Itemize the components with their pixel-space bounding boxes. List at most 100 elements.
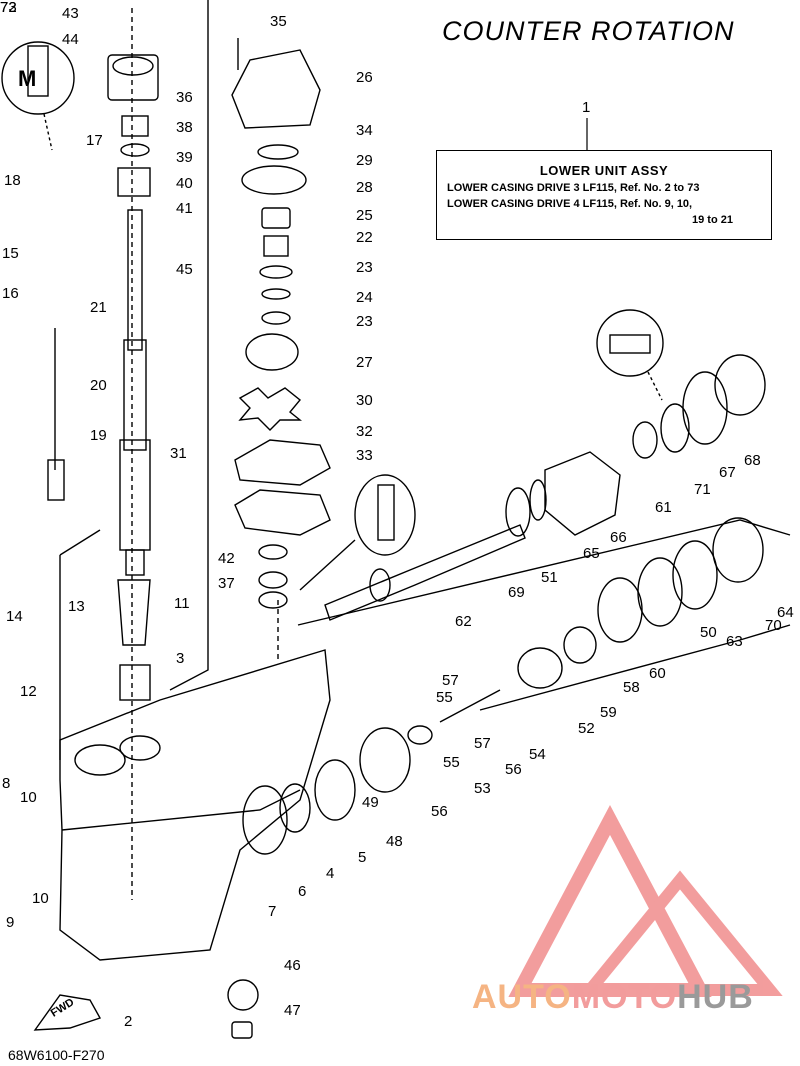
assy-line-2: LOWER CASING DRIVE 4 LF115, Ref. No. 9, … — [447, 198, 693, 210]
callout-64: 64 — [777, 604, 794, 621]
bearing-housing-61 — [544, 451, 621, 536]
detail-circle-grease — [596, 309, 664, 377]
svg-text:M: M — [18, 66, 36, 91]
lower-casing — [59, 649, 331, 961]
callout-31: 31 — [170, 445, 187, 462]
callout-59: 59 — [600, 704, 617, 721]
assy-heading: LOWER UNIT ASSY — [539, 163, 669, 178]
callout-26: 26 — [356, 69, 373, 86]
callout-60: 60 — [649, 665, 666, 682]
callout-14: 14 — [6, 608, 23, 625]
callout-24: 24 — [356, 289, 373, 306]
callout-11: 11 — [174, 595, 190, 612]
callout-65: 65 — [583, 545, 600, 562]
callout-42: 42 — [218, 550, 235, 567]
callout-43: 43 — [62, 5, 79, 22]
callout-29: 29 — [356, 152, 373, 169]
callout-57: 57 — [474, 735, 491, 752]
callout-22: 22 — [356, 229, 373, 246]
callout-51: 51 — [541, 569, 558, 586]
detail-circle-sealant — [1, 41, 75, 115]
callout-58: 58 — [623, 679, 640, 696]
callout-17: 17 — [86, 132, 103, 149]
callout-55: 55 — [443, 754, 460, 771]
part-36 — [107, 54, 159, 101]
watermark-part2: MOTO — [571, 978, 678, 1016]
callout-19: 19 — [90, 427, 107, 444]
callout-30: 30 — [356, 392, 373, 409]
callout-68: 68 — [744, 452, 761, 469]
callout-4: 4 — [326, 865, 335, 882]
pinion-gear-48 — [359, 727, 411, 793]
callout-47: 47 — [284, 1002, 301, 1019]
callout-13: 13 — [68, 598, 85, 615]
callout-39: 39 — [176, 149, 193, 166]
diagram-title: COUNTER ROTATION — [442, 16, 735, 46]
callout-61: 61 — [655, 499, 672, 516]
callout-56: 56 — [505, 761, 522, 778]
callout-67: 67 — [719, 464, 736, 481]
gear-assembly-frame — [297, 519, 791, 626]
callout-52: 52 — [578, 720, 595, 737]
callout-6: 6 — [298, 883, 307, 900]
callout-23: 23 — [356, 259, 373, 276]
callout-27: 27 — [356, 354, 373, 371]
callout-12: 12 — [20, 683, 37, 700]
callout-70: 70 — [765, 617, 782, 634]
assy-line-3: 19 to 21 — [692, 214, 733, 226]
callout-10: 10 — [32, 890, 49, 907]
callout-25: 25 — [356, 207, 373, 224]
gasket-33 — [234, 489, 331, 536]
watermark-part1: AUTO — [472, 978, 572, 1016]
callout-3: 3 — [176, 650, 185, 667]
callout-49: 49 — [362, 794, 379, 811]
o-ring-28 — [241, 165, 307, 195]
diagram-code: 68W6100-F270 — [8, 1047, 105, 1063]
watermark-text: AUTOMOTOHUB — [472, 978, 754, 1017]
drive-shaft — [127, 209, 143, 351]
part-26 — [231, 49, 321, 129]
callout-66: 66 — [610, 529, 627, 546]
callout-46: 46 — [284, 957, 301, 974]
part-27 — [245, 333, 299, 371]
callout-28: 28 — [356, 179, 373, 196]
propeller-shaft — [324, 524, 526, 621]
callout-72: 72 — [0, 0, 17, 16]
callout-41: 41 — [176, 200, 193, 217]
callout-63: 63 — [726, 633, 743, 650]
callout-assy: 1 — [582, 99, 591, 116]
callout-57: 57 — [442, 672, 459, 689]
callout-50: 50 — [700, 624, 717, 641]
callout-18: 18 — [4, 172, 21, 189]
callout-69: 69 — [508, 584, 525, 601]
o-ring-29 — [257, 144, 299, 160]
watermark-logo — [508, 805, 783, 997]
callout-54: 54 — [529, 746, 546, 763]
callout-33: 33 — [356, 447, 373, 464]
callout-37: 37 — [218, 575, 235, 592]
detail-circle-locktite — [354, 474, 416, 556]
fwd-arrow — [33, 994, 102, 1031]
callout-44: 44 — [62, 31, 79, 48]
callout-10: 10 — [20, 789, 37, 806]
callout-5: 5 — [358, 849, 367, 866]
assembly-outline-left — [169, 0, 209, 691]
callout-36: 36 — [176, 89, 193, 106]
callout-62: 62 — [455, 613, 472, 630]
callout-35: 35 — [270, 13, 287, 30]
callout-2: 2 — [124, 1013, 133, 1030]
callout-7: 7 — [268, 903, 277, 920]
callout-9: 9 — [6, 914, 15, 931]
plate-32 — [234, 439, 331, 486]
callout-21: 21 — [90, 299, 107, 316]
callout-16: 16 — [2, 285, 19, 302]
callout-23: 23 — [356, 313, 373, 330]
callout-32: 32 — [356, 423, 373, 440]
assy-line-1: LOWER CASING DRIVE 3 LF115, Ref. No. 2 t… — [447, 182, 700, 194]
callout-20: 20 — [90, 377, 107, 394]
callout-56: 56 — [431, 803, 448, 820]
callout-45: 45 — [176, 261, 193, 278]
callout-55: 55 — [436, 689, 453, 706]
